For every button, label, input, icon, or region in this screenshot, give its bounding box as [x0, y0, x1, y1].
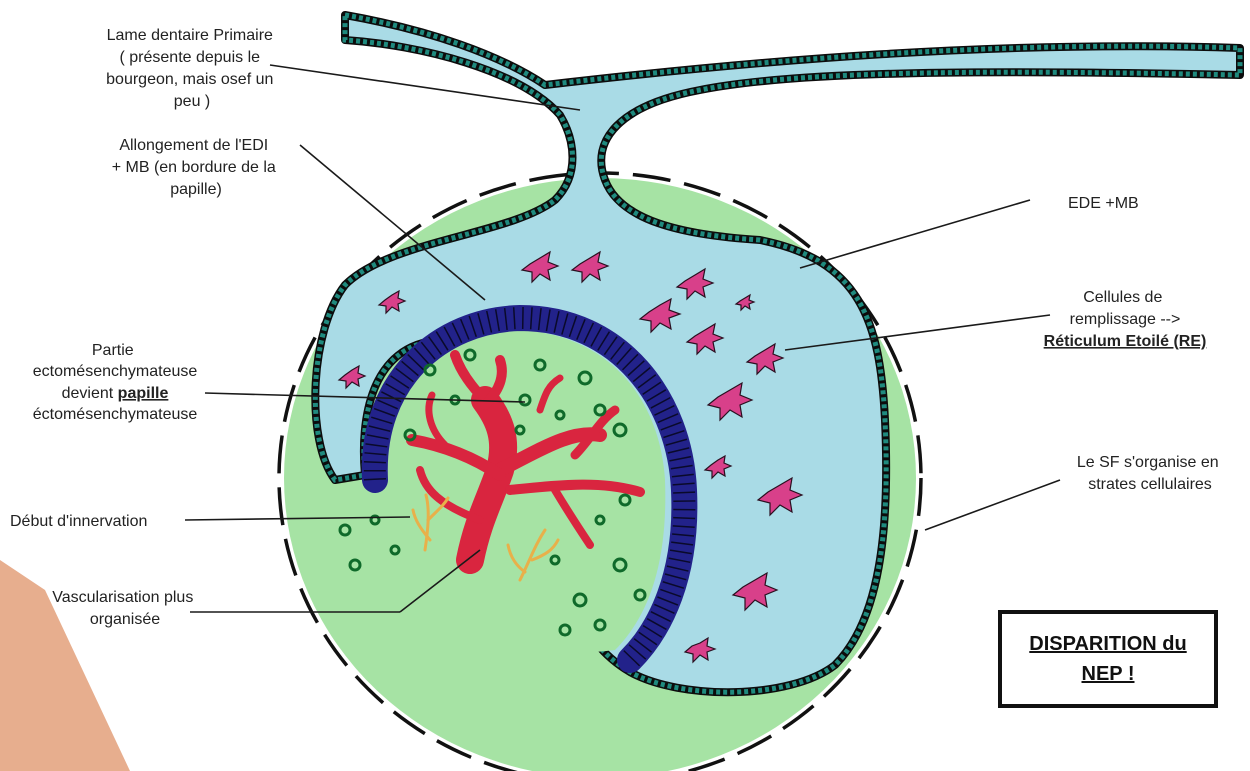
label-partie-line-1: Partie	[92, 342, 134, 359]
label-lame-dentaire-line-3: bourgeon, mais osef un	[106, 71, 273, 88]
label-lame-dentaire-line-4: peu )	[174, 93, 210, 110]
label-allongement-line-2: + MB (en bordure de la	[112, 159, 276, 176]
callout-line-2: NEP !	[1082, 663, 1135, 685]
label-vascularisation-line-1: Vascularisation plus	[52, 589, 193, 606]
label-devient: devient papille	[62, 385, 169, 402]
label-ede-mb: EDE +MB	[1068, 195, 1139, 212]
label-lame-dentaire-line-2: ( présente depuis le	[120, 49, 261, 66]
label-allongement: Allongement de l'EDI + MB (en bordure de…	[112, 137, 281, 198]
label-vascularisation-line-2: organisée	[90, 611, 160, 628]
label-devient-prefix: devient	[62, 385, 118, 402]
label-allongement-line-3: papille)	[170, 181, 222, 198]
label-partie: Partie ectomésenchymateuse	[33, 342, 198, 380]
label-partie-line-2: ectomésenchymateuse	[33, 363, 198, 380]
label-papille: papille	[118, 385, 169, 402]
label-cellules-line-1: Cellules de	[1083, 289, 1162, 306]
label-sf-line-2: strates cellulaires	[1088, 476, 1212, 493]
label-lame-dentaire-line-1: Lame dentaire Primaire	[107, 27, 273, 44]
label-vascularisation: Vascularisation plus organisée	[52, 589, 198, 628]
callout-box: DISPARITION du NEP !	[1000, 612, 1216, 706]
callout-line-1: DISPARITION du	[1029, 633, 1186, 655]
label-allongement-line-1: Allongement de l'EDI	[119, 137, 268, 154]
label-reticulum: Réticulum Etoilé (RE)	[1044, 333, 1207, 350]
label-innervation: Début d'innervation	[10, 513, 147, 530]
label-lame-dentaire: Lame dentaire Primaire ( présente depuis…	[106, 27, 278, 110]
label-cellules: Cellules de remplissage -->	[1070, 289, 1181, 328]
label-partie-end: éctomésenchymateuse	[33, 406, 198, 423]
label-sf: Le SF s'organise en strates cellulaires	[1077, 454, 1223, 493]
label-sf-line-1: Le SF s'organise en	[1077, 454, 1219, 471]
label-cellules-line-2: remplissage -->	[1070, 311, 1181, 328]
